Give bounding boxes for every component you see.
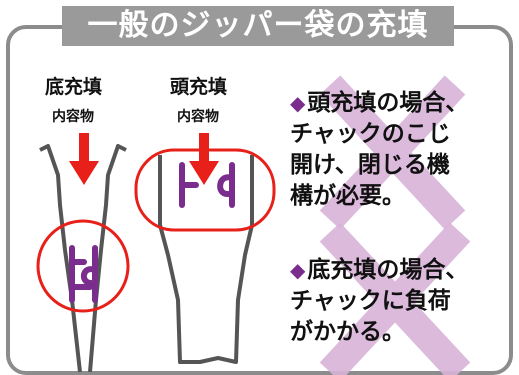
note-bottom-line-2: チャックに負荷 — [290, 288, 451, 314]
cross-bottom — [319, 222, 471, 375]
note-bottom-fill: ◆底充填の場合、 チャックに負荷 がかかる。 — [290, 255, 468, 348]
page-title: 一般のジッパー袋の充填 — [87, 8, 429, 43]
arrow-bottom-fill — [69, 133, 99, 185]
top-fill-label: 頭充填 — [170, 76, 228, 98]
title-band — [62, 6, 454, 46]
note-top-line-2: チャックのこじ — [290, 121, 451, 147]
note-top-line-1: 頭充填の場合、 — [307, 90, 469, 116]
diamond-bullet-icon: ◆ — [290, 258, 306, 282]
arrow-top-fill — [189, 133, 219, 185]
cross-top — [319, 75, 466, 230]
bottom-fill-content-label: 内容物 — [52, 109, 94, 125]
zipper-bottom-fill — [69, 245, 98, 303]
note-top-fill: ◆頭充填の場合、 チャックのこじ 開け、閉じる機 構が必要。 — [290, 88, 468, 212]
zipper-top-fill — [179, 162, 235, 208]
note-bottom-line-3: がかかる。 — [290, 319, 405, 345]
note-bottom-line-1: 底充填の場合、 — [307, 257, 469, 283]
diamond-bullet-icon: ◆ — [290, 91, 306, 115]
note-top-line-4: 構が必要。 — [290, 183, 405, 209]
note-top-line-3: 開け、閉じる機 — [290, 152, 450, 178]
top-fill-content-label: 内容物 — [177, 109, 219, 125]
highlight-circle-bottom-fill — [36, 219, 130, 313]
bag-top-fill — [158, 155, 254, 364]
bottom-fill-label: 底充填 — [45, 76, 103, 98]
